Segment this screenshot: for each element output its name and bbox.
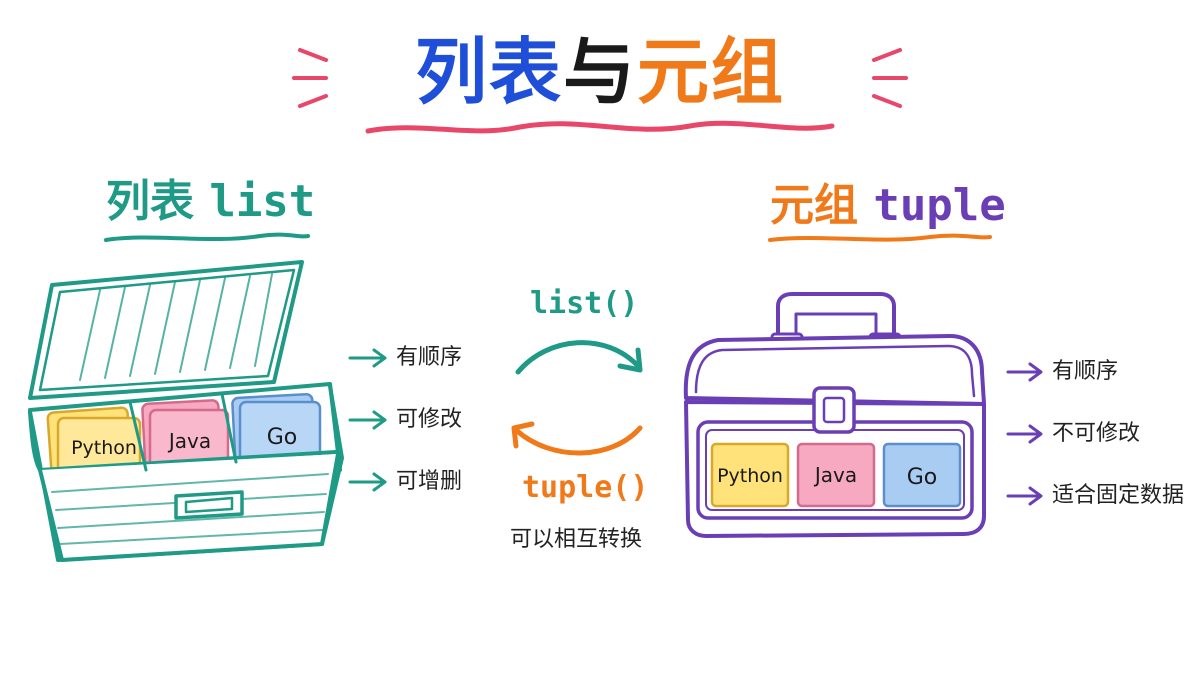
title-sparkle-left bbox=[292, 48, 328, 108]
tuple-func-label: tuple() bbox=[522, 470, 649, 505]
list-title-underline bbox=[104, 232, 310, 242]
tuple-title-en: tuple bbox=[873, 180, 1006, 231]
list-feature-mutable: 可修改 bbox=[396, 407, 463, 432]
tuple-box-lid bbox=[683, 334, 986, 406]
list-lid-stripes bbox=[79, 273, 273, 381]
tuple-feature-immutable: 不可修改 bbox=[1052, 421, 1141, 446]
tuple-feature-arrows bbox=[1006, 362, 1043, 506]
arrow-list-to-tuple bbox=[515, 340, 643, 375]
list-feature-ordered: 有顺序 bbox=[396, 345, 463, 370]
tuple-box-handle bbox=[776, 292, 896, 342]
tuple-card-go: Go bbox=[907, 465, 938, 490]
tuple-section-title: 元组 tuple bbox=[770, 176, 1006, 236]
tuple-title-cn: 元组 bbox=[770, 180, 858, 231]
list-section-title: 列表 list bbox=[106, 172, 315, 232]
tuple-box-latch bbox=[812, 386, 856, 434]
list-box bbox=[28, 260, 342, 472]
list-card-python: Python bbox=[71, 437, 137, 459]
page-title-and: 与 bbox=[562, 30, 637, 114]
list-card-labels: Python Java Go bbox=[71, 425, 297, 459]
tuple-feature-ordered: 有顺序 bbox=[1052, 359, 1119, 384]
page-title-list: 列表 bbox=[414, 30, 563, 114]
arrow-tuple-to-list bbox=[511, 421, 643, 456]
list-func-label: list() bbox=[530, 286, 639, 321]
list-feature-add-remove: 可增删 bbox=[396, 469, 463, 494]
list-title-en: list bbox=[209, 176, 316, 227]
title-underline bbox=[365, 120, 835, 134]
list-feature-arrows bbox=[348, 348, 387, 492]
list-title-cn: 列表 bbox=[106, 176, 194, 227]
tuple-card-python: Python bbox=[717, 465, 783, 487]
page-title: 列表与元组 bbox=[0, 22, 1200, 122]
list-card-go: Go bbox=[267, 425, 298, 450]
page-title-tuple: 元组 bbox=[637, 30, 786, 114]
list-card-java: Java bbox=[167, 429, 211, 453]
tuple-feature-fixed-data: 适合固定数据 bbox=[1052, 483, 1185, 508]
tuple-title-underline bbox=[768, 233, 992, 242]
tuple-cards: Python Java Go bbox=[710, 442, 962, 508]
tuple-card-java: Java bbox=[813, 463, 857, 487]
conversion-note: 可以相互转换 bbox=[510, 527, 643, 552]
title-sparkle-right bbox=[872, 48, 908, 108]
